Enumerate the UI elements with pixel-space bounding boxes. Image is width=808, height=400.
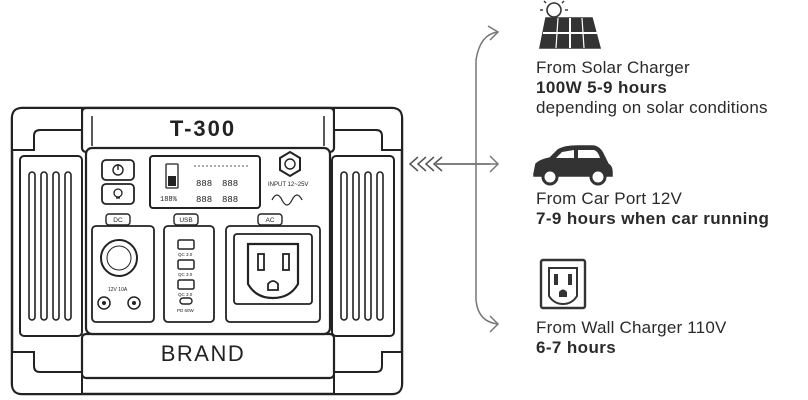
wall-outlet-icon xyxy=(539,258,587,310)
vent-slot xyxy=(352,171,360,321)
lcd-readout-2: 888 xyxy=(222,179,238,189)
ac-button-label: AC xyxy=(265,217,274,224)
car-line-1: From Car Port 12V xyxy=(536,189,683,208)
usb-button[interactable] xyxy=(173,213,199,226)
usb-port-1 xyxy=(177,239,195,250)
usb-label-1: QC 3.0 xyxy=(178,252,193,257)
car-line-2: 7-9 hours when car running xyxy=(536,209,770,228)
solar-line-1: From Solar Charger xyxy=(536,58,690,77)
solar-line-3: depending on solar conditions xyxy=(536,98,768,117)
lcd-readout-4: 888 xyxy=(222,195,238,205)
dc-button-label: DC xyxy=(113,217,123,224)
vent-slot xyxy=(52,171,60,321)
dc-port-2 xyxy=(127,296,141,310)
vent-slot xyxy=(364,171,372,321)
usb-port-3 xyxy=(177,279,195,290)
wall-text: From Wall Charger 110V 6-7 hours xyxy=(536,318,727,358)
bracket xyxy=(475,31,499,325)
wall-line-2: 6-7 hours xyxy=(536,338,617,357)
ac-button[interactable] xyxy=(257,213,283,226)
light-button[interactable] xyxy=(101,183,135,205)
usb-label-3: QC 3.0 xyxy=(178,292,193,297)
input-port xyxy=(279,150,301,178)
input-arrows xyxy=(408,156,490,172)
model-name: T-300 xyxy=(170,116,236,141)
car-text: From Car Port 12V 7-9 hours when car run… xyxy=(536,189,769,229)
vent-slot xyxy=(376,171,384,321)
dc-output-label: 12V 10A xyxy=(108,287,128,293)
input-label: INPUT 12~25V xyxy=(268,182,308,188)
lcd-readout-3: 888 xyxy=(196,195,212,205)
light-icon xyxy=(113,188,123,198)
usb-button-label: USB xyxy=(179,217,192,224)
car-icon xyxy=(533,145,613,186)
usb-section xyxy=(163,225,215,323)
dc-port-1 xyxy=(97,296,111,310)
lcd-readout-1: 888 xyxy=(196,179,212,189)
lcd-percent: 188% xyxy=(160,196,178,204)
usb-port-2 xyxy=(177,259,195,270)
dc-button[interactable] xyxy=(105,213,131,226)
vent-slot xyxy=(340,171,348,321)
car-socket xyxy=(100,239,138,277)
usb-label-4: PD 60W xyxy=(177,308,195,313)
solar-text: From Solar Charger 100W 5-9 hours depend… xyxy=(536,58,768,118)
brand-name: BRAND xyxy=(161,341,246,366)
lcd-battery-icon xyxy=(165,163,179,189)
usb-c-port xyxy=(179,297,193,305)
solar-line-2: 100W 5-9 hours xyxy=(536,78,668,97)
solar-panel-icon xyxy=(539,0,602,49)
vent-slot xyxy=(28,171,36,321)
vent-slot xyxy=(40,171,48,321)
wall-line-1: From Wall Charger 110V xyxy=(536,318,727,337)
vent-slot xyxy=(64,171,72,321)
sine-wave-icon xyxy=(271,194,303,206)
usb-label-2: QC 3.0 xyxy=(178,272,193,277)
